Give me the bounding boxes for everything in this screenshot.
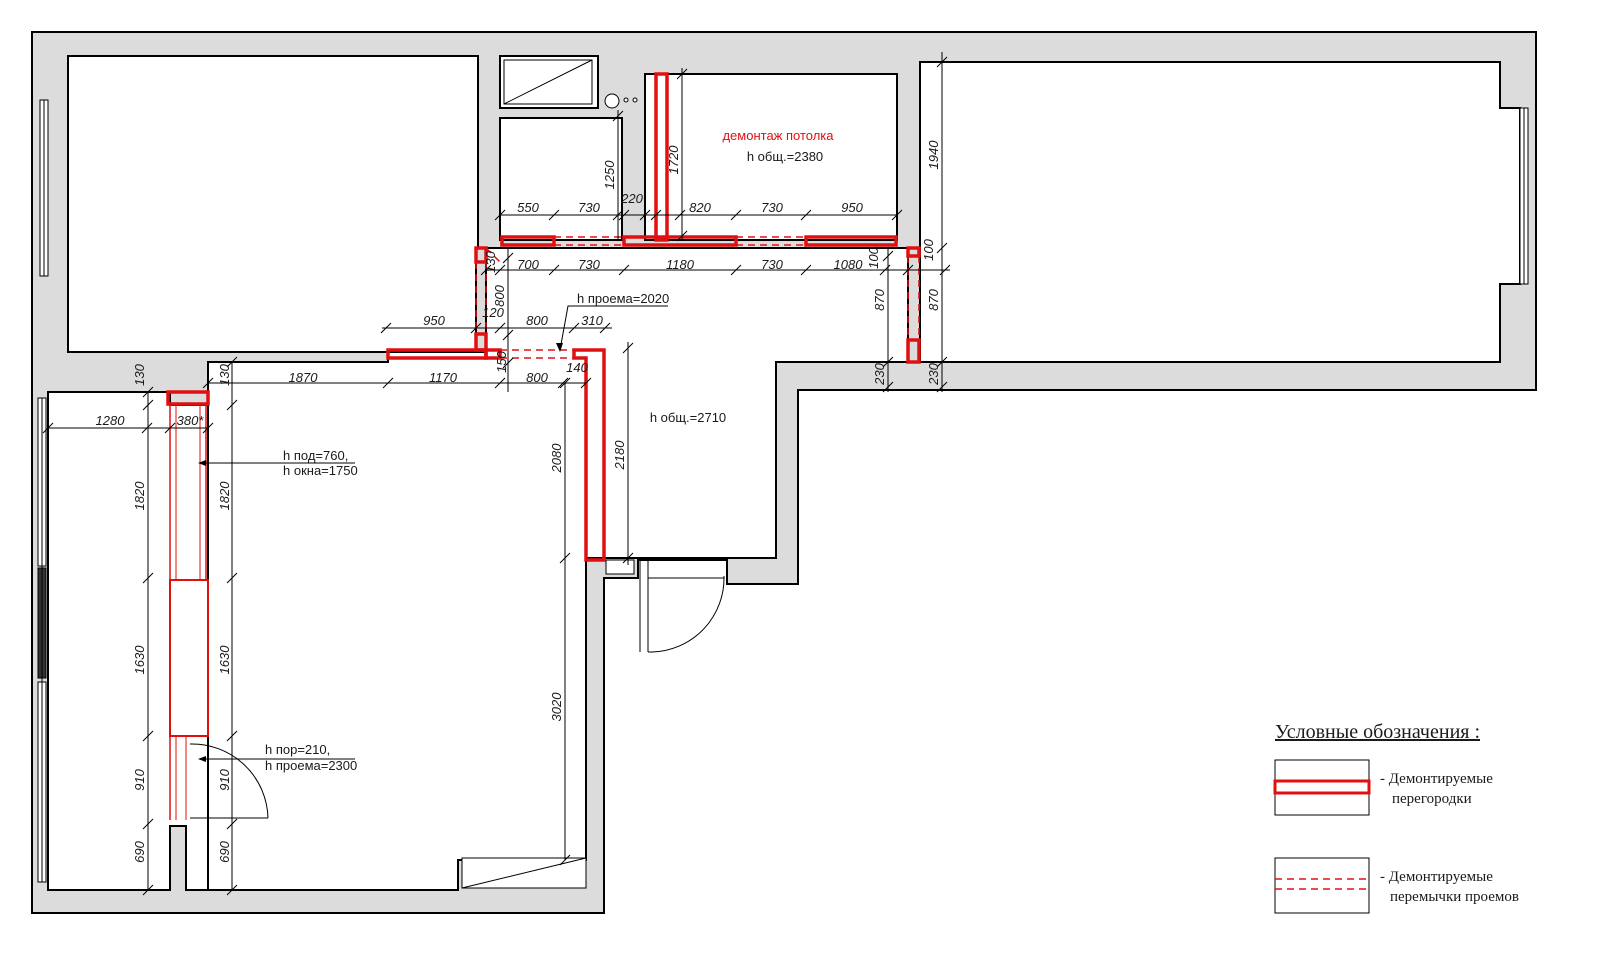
entrance-door-swing — [651, 575, 725, 653]
dim-950-top: 950 — [841, 200, 863, 215]
dim-1940: 1940 — [926, 140, 941, 170]
dim-690-a: 690 — [132, 840, 147, 862]
partition-top-2 — [622, 235, 738, 247]
dim-100-b: 100 — [921, 238, 936, 260]
partition-vertical-top — [654, 72, 669, 242]
dim-1170: 1170 — [429, 370, 458, 385]
dim-2180: 2180 — [612, 440, 627, 471]
dim-690-b: 690 — [217, 840, 232, 862]
dim-130-left-b: 130 — [217, 363, 232, 385]
note-h-total-2710: h общ.=2710 — [650, 410, 726, 425]
dim-870-b: 870 — [926, 288, 941, 310]
dim-130-mid: 130 — [483, 250, 498, 272]
note-h-window-1750: h окна=1750 — [283, 463, 358, 478]
dim-380: 380* — [177, 413, 205, 428]
balcony-door-swing — [189, 743, 269, 819]
dim-800-a: 800 — [526, 313, 548, 328]
room-bathroom-2 — [499, 117, 623, 241]
dim-150: 150 — [494, 350, 509, 372]
legend-swatch-partitions — [1274, 759, 1370, 816]
dim-1720: 1720 — [666, 145, 681, 175]
dim-1870: 1870 — [289, 370, 319, 385]
legend-swatch-lintels — [1274, 857, 1370, 914]
dim-1820-b: 1820 — [217, 481, 232, 511]
dim-730-d: 730 — [761, 257, 783, 272]
note-h-threshold-210: h пор=210, — [265, 742, 330, 757]
demolished-partitions — [166, 72, 921, 820]
balcony-pier — [169, 579, 209, 737]
dim-730-b: 730 — [761, 200, 783, 215]
note-h-sill-760: h под=760, — [283, 448, 348, 463]
dim-1180: 1180 — [666, 257, 695, 272]
partition-stub-3 — [906, 338, 921, 364]
legend-item2-line1: - Демонтируемые — [1380, 869, 1493, 885]
dim-140: 140 — [566, 360, 588, 375]
dim-230-b: 230 — [926, 362, 941, 385]
room-balcony — [47, 391, 209, 891]
note-ceiling-removal: демонтаж потолка — [722, 128, 834, 143]
legend-item2-line2: перемычки проемов — [1390, 889, 1519, 905]
dim-120: 120 — [482, 305, 504, 320]
dim-700: 700 — [517, 257, 539, 272]
dim-820: 820 — [689, 200, 711, 215]
dim-1630-b: 1630 — [217, 645, 232, 675]
partition-stub-4 — [474, 332, 488, 352]
partition-stub-1 — [474, 246, 488, 264]
note-h-total-2380: h общ.=2380 — [747, 149, 823, 164]
sink-icon — [604, 93, 620, 109]
dim-1280: 1280 — [96, 413, 126, 428]
dim-950: 950 — [423, 313, 445, 328]
notes: демонтаж потолка h общ.=2380 h общ.=2710… — [265, 128, 834, 773]
dim-100-a: 100 — [866, 246, 881, 268]
partition-stub-2 — [906, 246, 921, 258]
dim-3020: 3020 — [549, 692, 564, 722]
legend-item1-line2: перегородки — [1392, 791, 1472, 807]
legend: Условные обозначения : - Демонтируемые п… — [1273, 721, 1519, 914]
dim-130-left-a: 130 — [132, 363, 147, 385]
note-h-opening-2300: h проема=2300 — [265, 758, 357, 773]
dim-870-a: 870 — [872, 288, 887, 310]
legend-item1-line1: - Демонтируемые — [1380, 771, 1493, 787]
dim-230-a: 230 — [872, 362, 887, 385]
legend-title: Условные обозначения : — [1275, 721, 1480, 743]
dim-1630-a: 1630 — [132, 645, 147, 675]
dim-1820-a: 1820 — [132, 481, 147, 511]
partition-stub-5 — [484, 348, 502, 360]
dim-220: 220 — [620, 191, 643, 206]
dim-730-a: 730 — [578, 200, 600, 215]
dim-910-b: 910 — [217, 768, 232, 790]
dimension-lines — [42, 52, 951, 896]
dimension-text: 550 730 220 820 730 950 130 700 730 1180… — [96, 140, 941, 863]
partition-balcony-top — [166, 390, 210, 406]
dim-910-a: 910 — [132, 768, 147, 790]
partition-top-1 — [500, 235, 556, 247]
dim-800-v: 800 — [492, 284, 507, 306]
dim-2080: 2080 — [549, 443, 564, 474]
rooms — [47, 55, 1521, 891]
dim-310: 310 — [581, 313, 603, 328]
legend-red-partition — [1273, 779, 1371, 795]
dim-550: 550 — [517, 200, 539, 215]
dim-1250: 1250 — [602, 160, 617, 190]
note-h-opening-2020: h проема=2020 — [577, 291, 669, 306]
partition-top-3 — [804, 235, 898, 247]
dim-730-c: 730 — [578, 257, 600, 272]
dim-1080: 1080 — [834, 257, 864, 272]
fixtures — [37, 59, 1529, 889]
room-top-left — [67, 55, 479, 353]
room-right — [919, 61, 1521, 363]
dim-800-b: 800 — [526, 370, 548, 385]
room-hall-and-kitchen — [207, 247, 909, 891]
